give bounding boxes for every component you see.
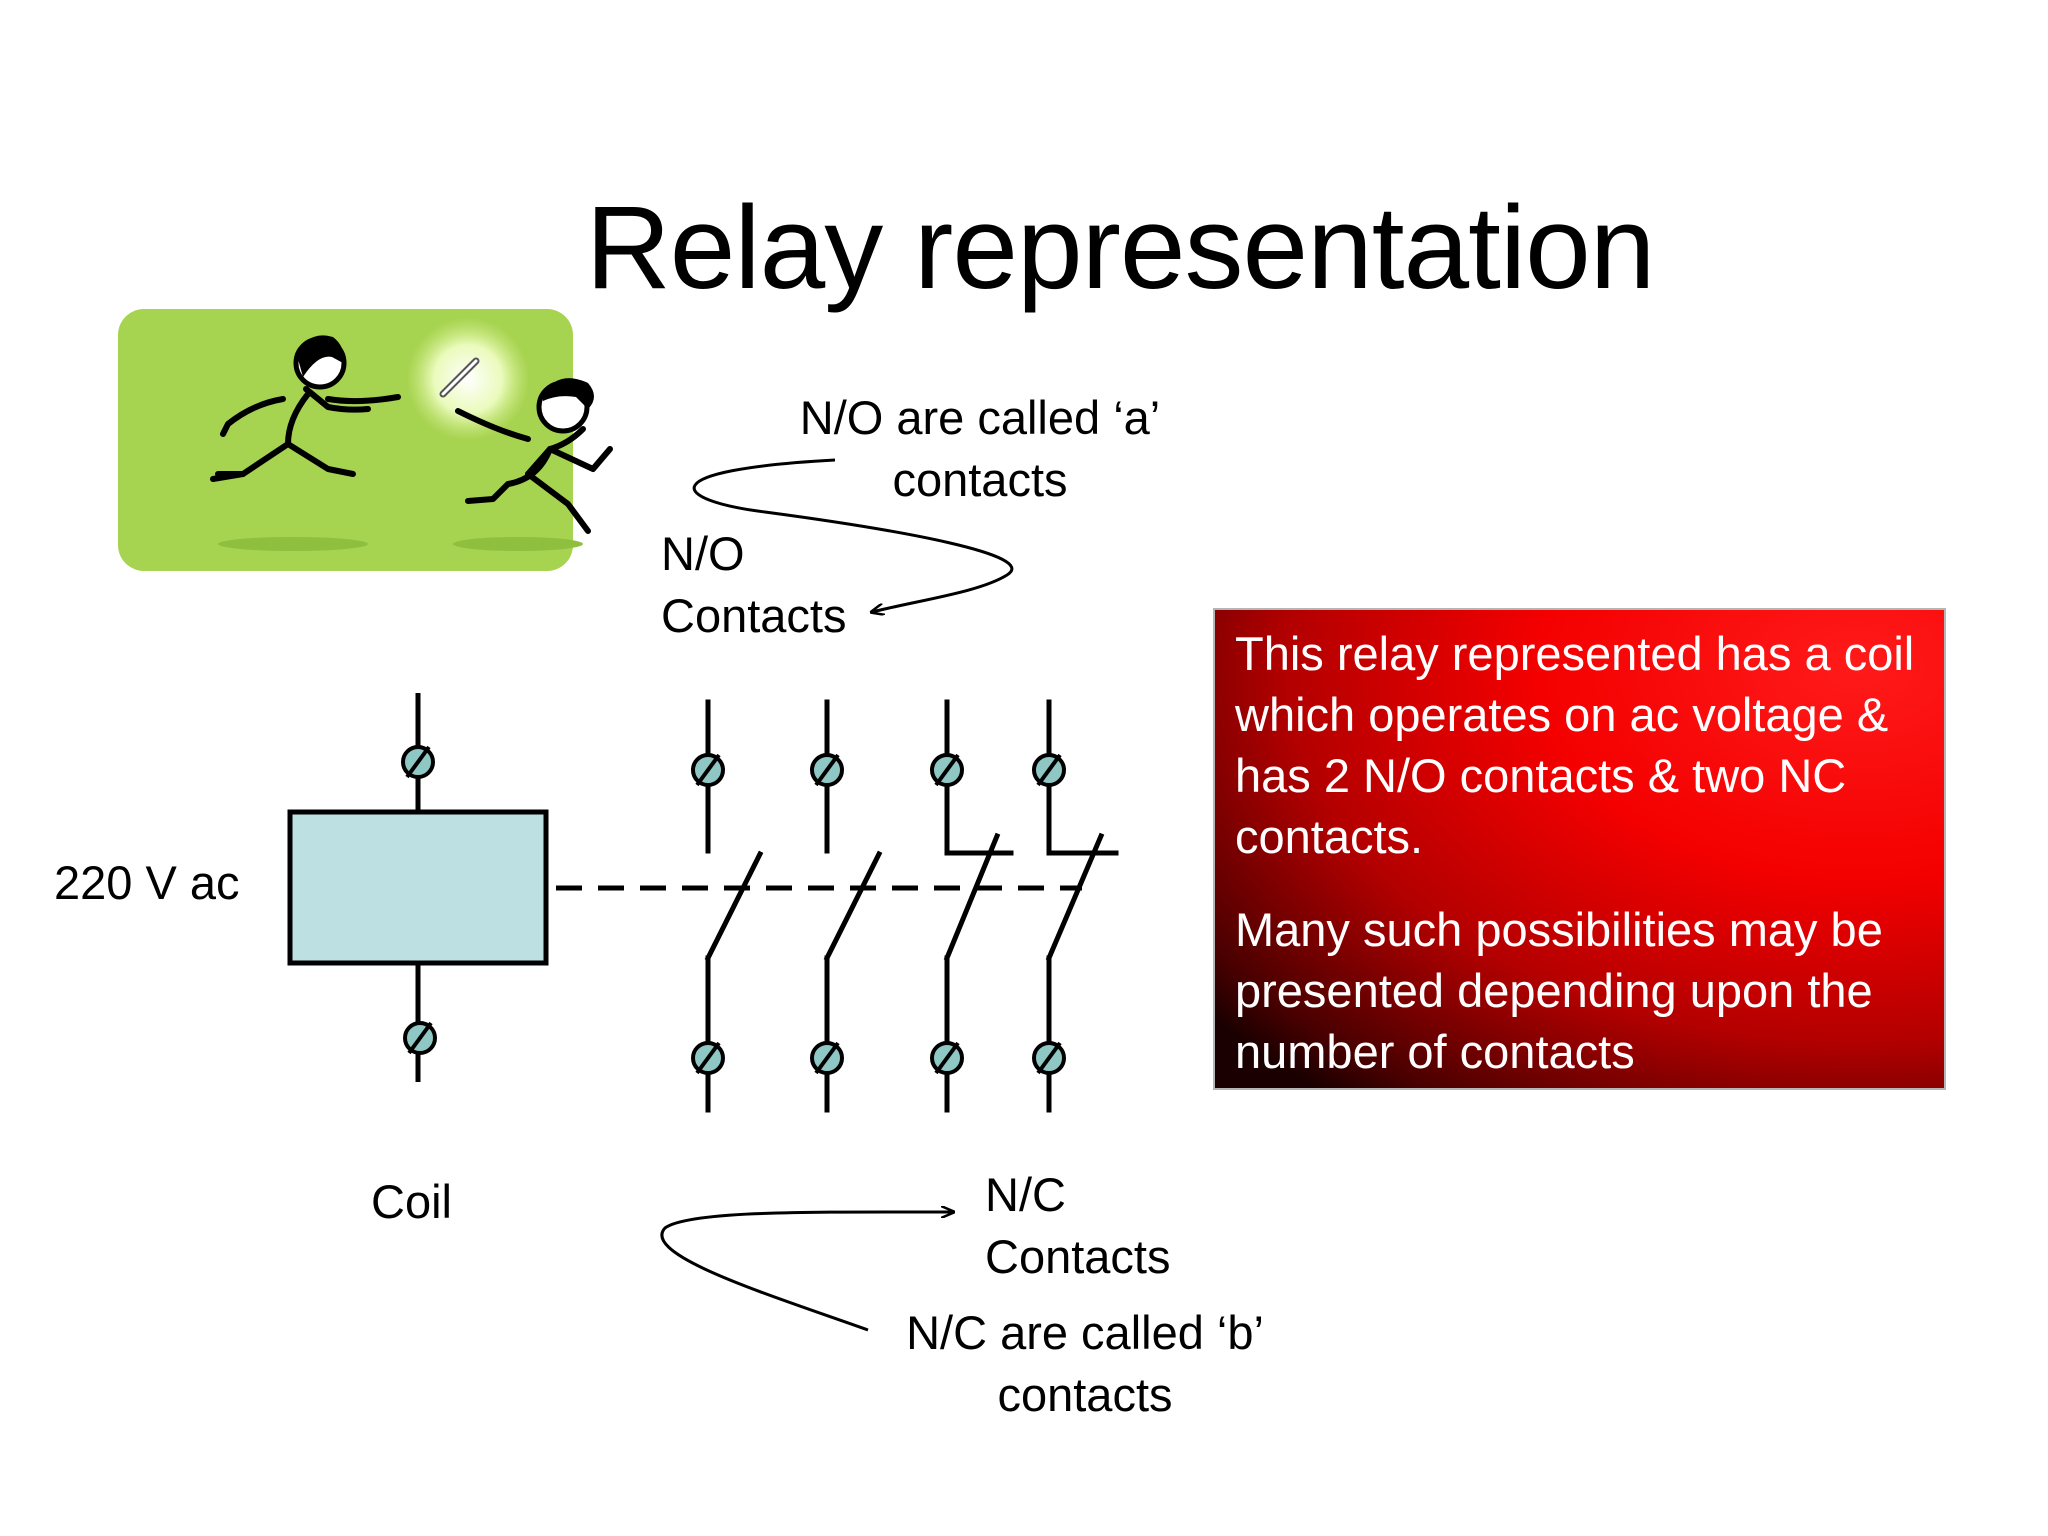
shadow-left bbox=[218, 537, 368, 551]
terminals bbox=[401, 745, 1066, 1075]
runners-drawing bbox=[210, 317, 613, 551]
coil-symbol bbox=[287, 693, 549, 1082]
no-called-line-2: contacts bbox=[892, 453, 1068, 506]
terminal bbox=[1032, 753, 1066, 787]
no-called-line-1: N/O are called ‘a’ bbox=[799, 391, 1161, 444]
shadow-right bbox=[453, 537, 583, 551]
voltage-label: 220 V ac bbox=[54, 856, 240, 909]
note-paragraph-2: Many such possibilities may be presented… bbox=[1235, 903, 1883, 1078]
runner-left bbox=[210, 386, 401, 482]
terminal bbox=[930, 753, 964, 787]
nc-contacts-line-1: N/C bbox=[985, 1168, 1066, 1221]
no-contacts-label: N/O Contacts bbox=[661, 523, 846, 647]
nc-called-line-1: N/C are called ‘b’ bbox=[906, 1306, 1264, 1359]
no-contacts-line-1: N/O bbox=[661, 527, 745, 580]
runner-right-hair bbox=[543, 378, 594, 409]
terminal bbox=[691, 1041, 725, 1075]
terminal bbox=[810, 1041, 844, 1075]
terminal bbox=[930, 1041, 964, 1075]
no-callout-arrow bbox=[692, 458, 1014, 612]
no-contacts-line-2: Contacts bbox=[661, 589, 847, 642]
slide-title: Relay representation bbox=[585, 182, 1656, 314]
terminal bbox=[810, 753, 844, 787]
nc-callout-arrow bbox=[660, 1212, 953, 1332]
coil-box bbox=[287, 809, 549, 966]
terminal bbox=[401, 745, 435, 779]
nc-contacts-line-2: Contacts bbox=[985, 1230, 1171, 1283]
nc-called-line-2: contacts bbox=[997, 1368, 1173, 1421]
spark-burst bbox=[406, 317, 530, 441]
nc-called-b-label: N/C are called ‘b’ contacts bbox=[870, 1302, 1300, 1426]
no-called-a-label: N/O are called ‘a’ contacts bbox=[770, 387, 1190, 511]
coil-label: Coil bbox=[371, 1175, 452, 1228]
runner-left-hair bbox=[298, 335, 344, 377]
note-paragraph-1: This relay represented has a coil which … bbox=[1235, 627, 1915, 863]
terminal bbox=[691, 753, 725, 787]
relay-runners-illustration bbox=[118, 309, 613, 571]
terminal bbox=[403, 1021, 437, 1055]
runner-right bbox=[455, 408, 613, 534]
note-box: This relay represented has a coil which … bbox=[1213, 608, 1946, 1090]
terminal bbox=[1032, 1041, 1066, 1075]
nc-contacts-label: N/C Contacts bbox=[985, 1164, 1170, 1288]
